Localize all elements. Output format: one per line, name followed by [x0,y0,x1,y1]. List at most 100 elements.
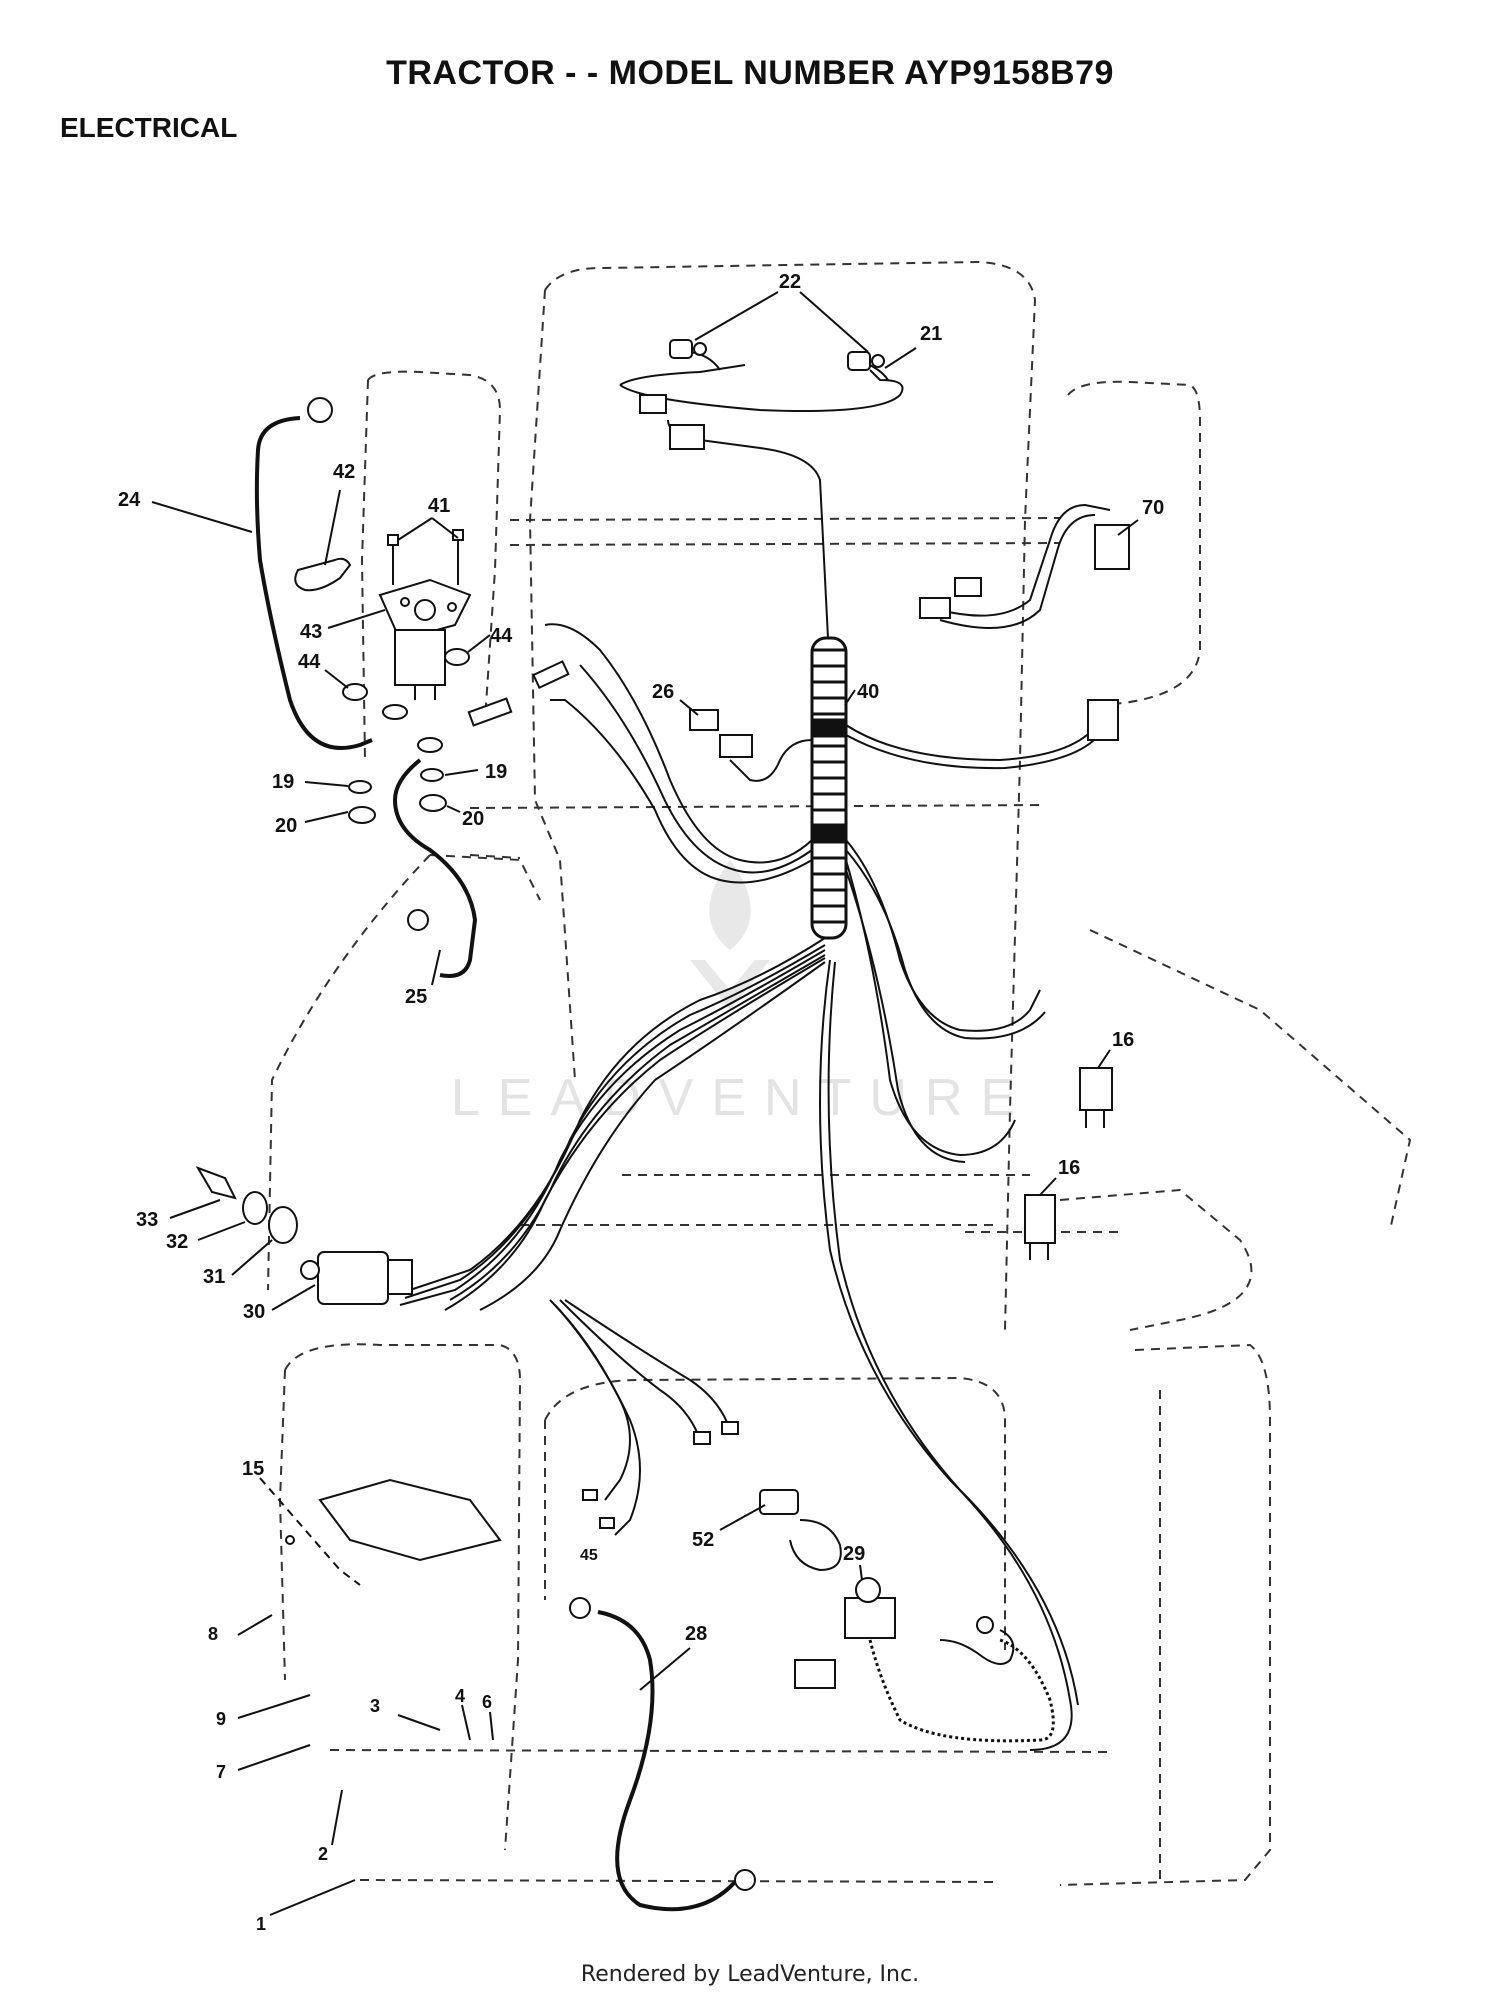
part-label: 70 [1142,497,1164,519]
ring-terminal-25 [407,909,429,931]
leader-42 [324,489,341,566]
ignition-wire-3 [399,949,826,1306]
solenoid-wire-3 [550,699,813,884]
leader-52 [719,1504,766,1531]
part-labels: 22 21 24 42 41 70 43 44 44 26 40 19 19 2… [118,271,1164,1934]
ring-terminal-28-bottom [734,1869,756,1891]
left-fender-lower [360,379,369,761]
part-label: 44 [490,625,513,647]
leader-20-left [304,811,349,823]
hood-left-edge [528,289,576,1081]
ignition-wire-6 [479,961,826,1311]
frame-rail-fourth [469,854,521,859]
part-label: 32 [166,1231,188,1253]
rear-connector-b [721,1421,739,1435]
nut-44-left [342,683,368,701]
leader-43 [327,609,386,629]
fuse-holder [467,697,513,727]
part-label: 24 [118,489,141,511]
connector-45-a [582,1489,598,1501]
nut-31 [268,1206,298,1244]
leader-16-upper [1097,1049,1111,1069]
harness-loom-40 [810,636,848,940]
rear-panel-hole [285,1535,295,1545]
part-label: 25 [405,986,427,1008]
seat-outline [284,1343,522,1851]
part-label: 6 [482,1692,492,1712]
ground-wire-24 [254,416,373,750]
part-label: 29 [843,1543,865,1565]
part-label: 21 [920,323,942,345]
leader-29 [859,1564,863,1581]
connector-16-lower [1024,1194,1056,1260]
starter-solenoid [378,578,472,700]
part-label: 28 [685,1623,707,1645]
nut-20-left [348,806,376,824]
part-label: 22 [779,271,801,293]
ignition-wire-4 [449,954,826,1301]
rear-panel-15 [318,1478,502,1562]
headlight-wire [667,419,829,639]
leader-22-right [799,291,869,353]
right-switch-wire-2 [845,724,1106,770]
wire-52-loop [789,1519,842,1572]
frame-rail-second [509,542,1061,546]
leader-22-left [694,291,779,341]
ignition-wire-1 [409,937,826,1291]
part-label: 19 [272,771,294,793]
leader-16-lower [1039,1177,1057,1196]
watermark-text: LEADVENTURE [451,1069,1033,1127]
leader-19-right [444,769,479,776]
leader-28 [639,1647,691,1691]
switch-26-b [719,734,753,758]
part-label: 4 [455,1686,465,1706]
watermark: LEADVENTURE [451,860,1033,1127]
page-title: TRACTOR - - MODEL NUMBER AYP9158B79 [386,54,1114,92]
leader-30 [271,1284,316,1311]
connector-16-upper [1079,1067,1113,1128]
part-label: 26 [652,681,674,703]
part-label: 42 [333,461,355,483]
leader-4 [461,1704,471,1741]
leader-15 [259,1477,361,1586]
connector-52 [759,1489,799,1515]
leader-20-right [446,805,461,813]
ring-terminal-solenoid [417,737,443,753]
part-label: 7 [216,1762,226,1782]
watermark-chevron-icon [690,960,770,1010]
harness-connector-upper [639,394,667,414]
battery-cable-28 [597,1610,737,1912]
rear-connector-a [693,1431,711,1445]
part-label: 31 [203,1266,225,1288]
washer-19-left [348,780,372,794]
components [195,339,1130,1891]
rear-long-wire-2 [827,961,1079,1706]
seat-switch-wire [939,1629,1015,1665]
part-label: 33 [136,1209,158,1231]
leader-70 [1117,519,1139,536]
solenoid-wire-1 [544,623,813,864]
right-switch-upper-wire-2 [939,514,1096,629]
left-fender-outline [367,370,502,721]
rear-connector-wire-1 [559,1299,701,1441]
leader-40 [844,689,856,706]
part-label: 45 [580,1547,598,1564]
ignition-wire-2 [404,944,826,1299]
key-33 [195,1166,237,1200]
switch-26-wire [729,739,813,782]
leader-6 [489,1711,494,1741]
right-switch-upper-wire [939,503,1111,617]
frame-rail-top [509,517,1061,521]
part-label: 9 [216,1709,226,1729]
rear-connector-wire-2 [564,1299,731,1431]
part-label: 15 [242,1458,264,1480]
leader-41 [397,517,459,541]
part-label: 41 [428,495,450,517]
connector-45-b [599,1517,615,1529]
leader-lines [151,291,1139,1916]
washer-19-right [420,768,444,782]
harness-connector-upper-2 [669,424,705,450]
ignition-switch [300,1251,413,1305]
solenoid-wire-2 [579,664,813,874]
nut-32 [242,1191,268,1225]
